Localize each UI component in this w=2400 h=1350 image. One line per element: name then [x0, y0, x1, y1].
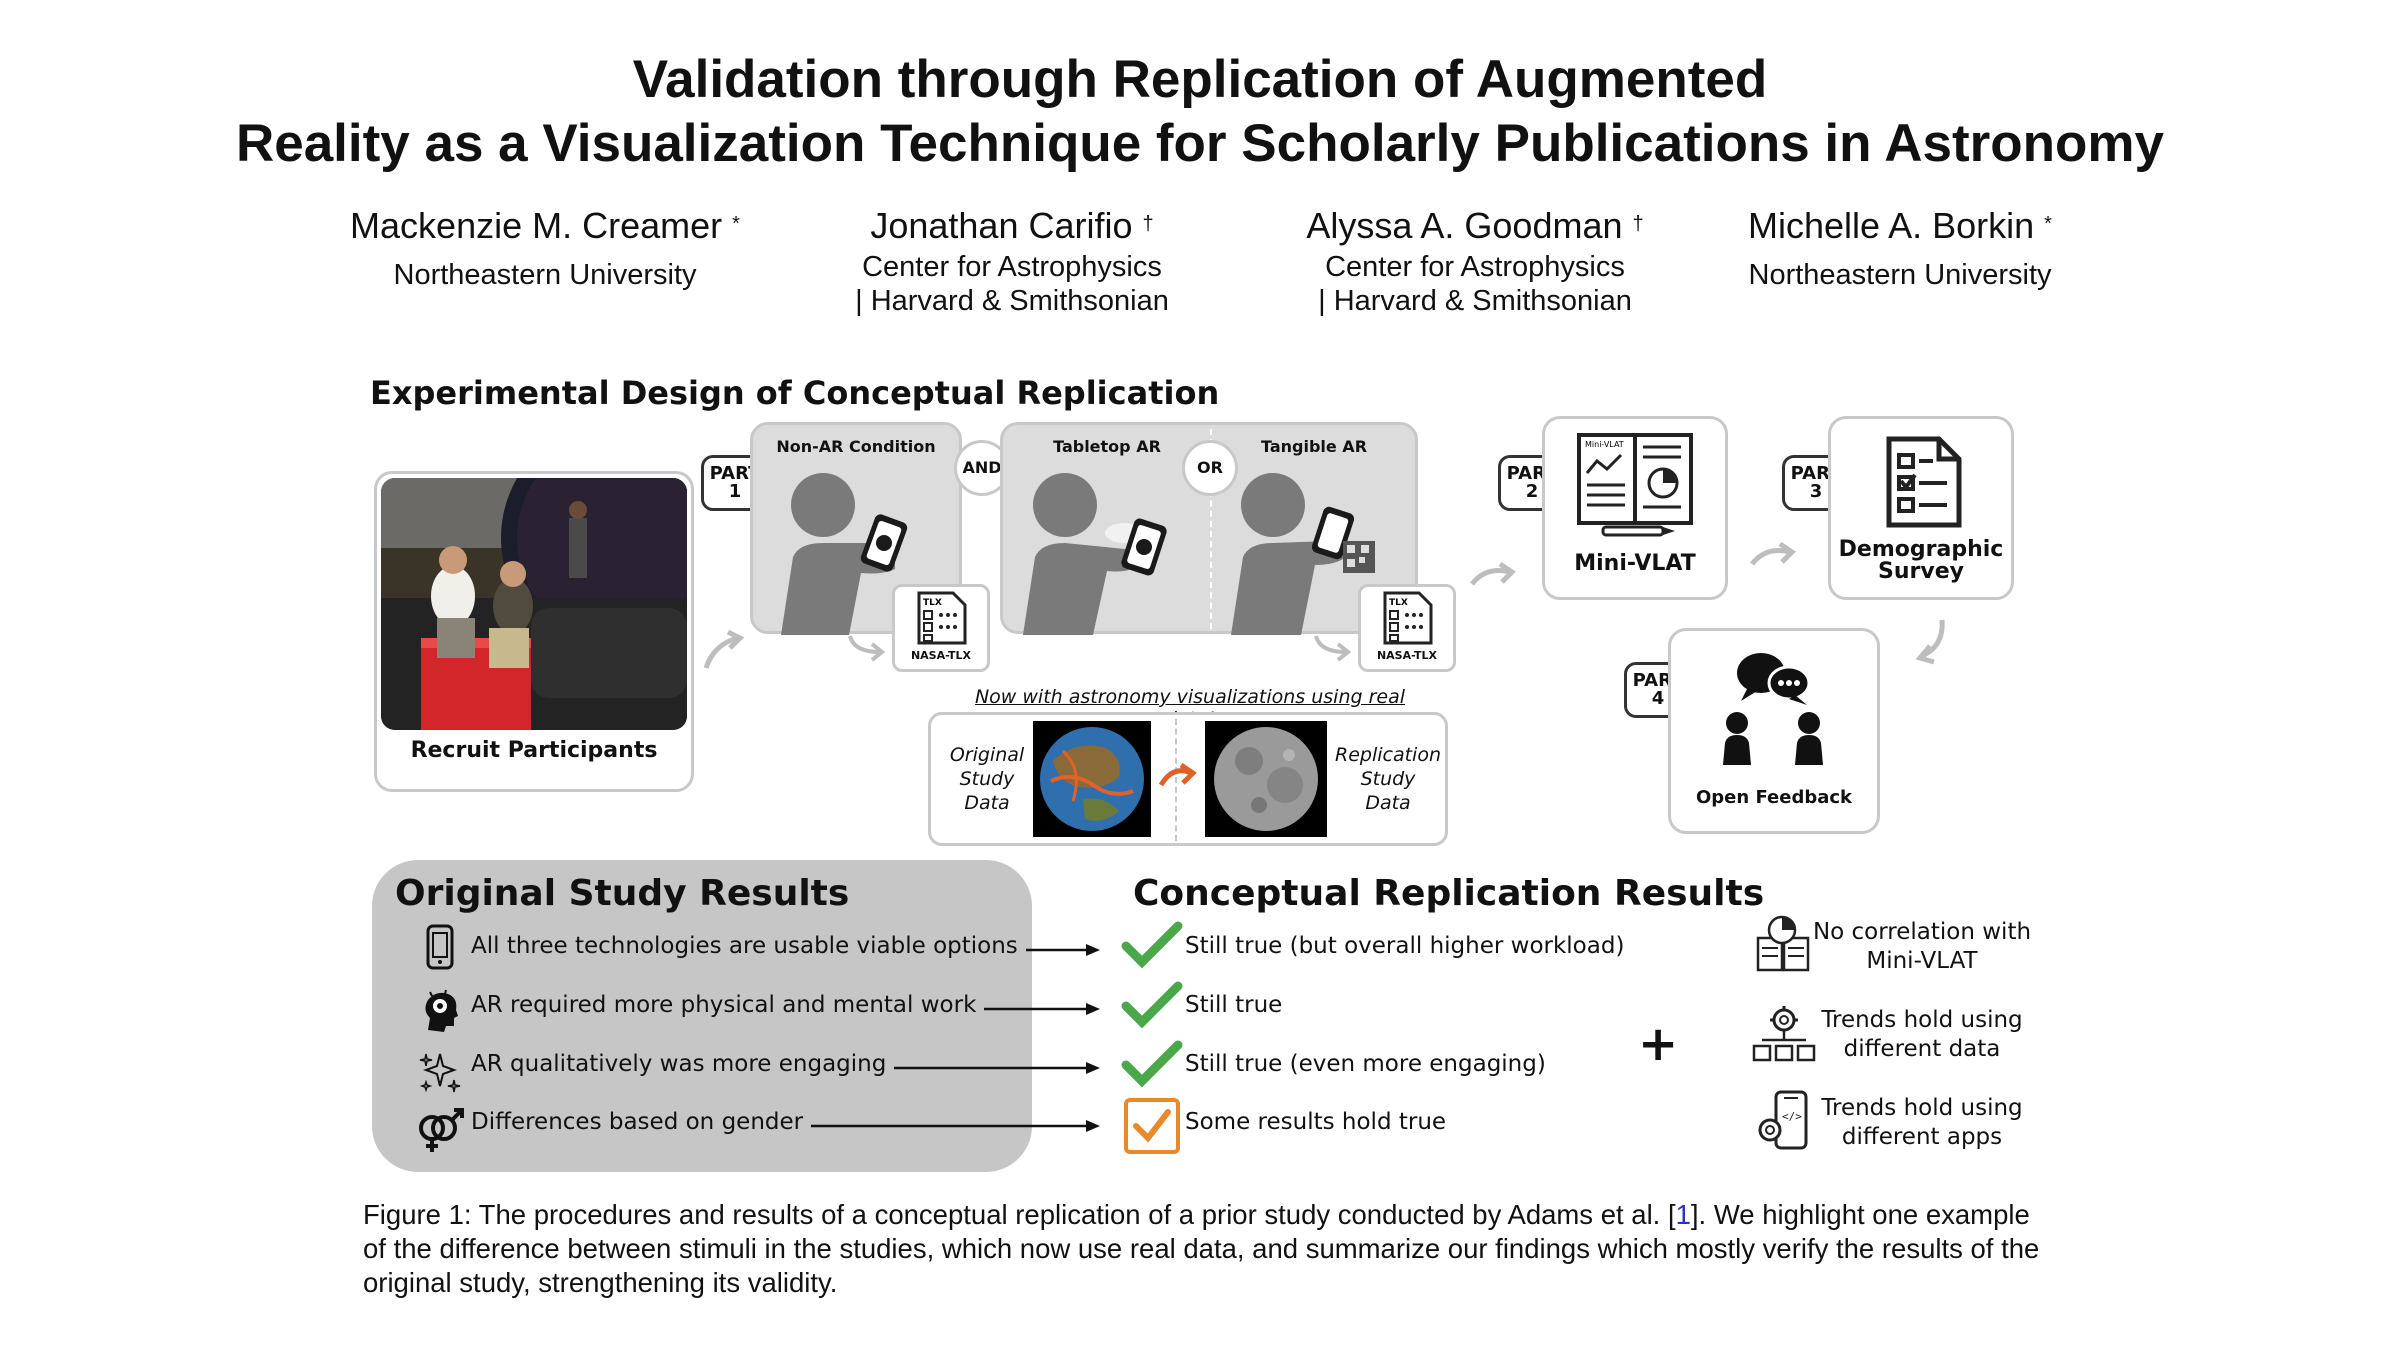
flow-arrow-icon [848, 635, 886, 662]
original-results-heading: Original Study Results [395, 873, 850, 914]
author-name: Alyssa A. Goodman [1306, 205, 1623, 246]
replication-result-text: Still true (even more engaging) [1185, 1051, 1546, 1077]
nasa-tlx-card-1: TLX NASA-TLX [892, 584, 990, 672]
book-chart-icon [1756, 915, 1810, 972]
author-mark: * [732, 213, 740, 235]
svg-text:TLX: TLX [1389, 598, 1408, 608]
recruit-card: Recruit Participants [374, 471, 694, 792]
svg-text:Mini-VLAT: Mini-VLAT [1585, 440, 1624, 449]
tlx-form-icon: TLX [1383, 591, 1433, 645]
svg-text:</>: </> [1782, 1110, 1802, 1123]
title-line-1: Validation through Replication of Augmen… [632, 50, 1768, 109]
replication-results-heading: Conceptual Replication Results [1133, 873, 1765, 914]
design-heading: Experimental Design of Conceptual Replic… [370, 374, 1220, 412]
author-name: Michelle A. Borkin [1748, 205, 2035, 246]
person-with-phone-icon [781, 473, 908, 635]
author-mark: † [1142, 213, 1154, 235]
open-feedback-people-icon [1723, 653, 1823, 765]
part3-card: Demographic Survey [1828, 416, 2014, 600]
author-affiliation: Northeastern University [1748, 259, 2052, 291]
green-check-icon [1121, 921, 1183, 969]
paper-title: Validation through Replication of Augmen… [0, 48, 2400, 176]
result-arrow [984, 1003, 1100, 1015]
title-line-2: Reality as a Visualization Technique for… [235, 114, 2165, 173]
original-study-data-label: Original Study Data [949, 744, 1025, 814]
flow-arrow-icon [1314, 635, 1352, 662]
part4-card: Open Feedback [1668, 628, 1880, 834]
svg-text:TLX: TLX [923, 598, 942, 608]
flow-arrow-icon [703, 629, 745, 669]
part2-card: Mini-VLAT Mini-VLAT [1542, 416, 1728, 600]
phone-icon [426, 924, 454, 970]
orange-check-box-icon [1124, 1098, 1180, 1154]
stimuli-divider [1175, 719, 1177, 841]
tlx-form-icon: TLX [917, 591, 967, 645]
original-result-text: AR required more physical and mental wor… [471, 992, 977, 1018]
participants-photo [381, 478, 687, 730]
author-name: Mackenzie M. Creamer [350, 205, 723, 246]
replication-result-text: Still true (but overall higher workload) [1185, 933, 1625, 959]
original-result-text: Differences based on gender [471, 1109, 804, 1135]
gear-network-icon [1752, 1006, 1816, 1062]
side-finding-3: Trends hold using different apps [1821, 1095, 2023, 1150]
flow-arrow-icon [1470, 561, 1516, 586]
author-affiliation-line-2: | Harvard & Smithsonian [1318, 285, 1632, 317]
mini-vlat-label: Mini-VLAT [1574, 551, 1696, 576]
or-badge: OR [1182, 440, 1238, 496]
person-tangible-ar-icon [1231, 473, 1375, 635]
survey-checklist-icon [1886, 436, 1962, 528]
ar-conditions-panel: Tabletop AR Tangible AR [1000, 422, 1418, 635]
author-affiliation: Center for Astrophysics [862, 251, 1162, 283]
author-affiliation: Northeastern University [393, 259, 697, 291]
nasa-tlx-card-2: TLX NASA-TLX [1358, 584, 1456, 672]
tabletop-ar-label: Tabletop AR [1053, 437, 1161, 456]
sparkles-icon [419, 1053, 461, 1093]
brain-head-icon [425, 989, 458, 1032]
author-mark: † [1632, 213, 1644, 235]
result-arrow [811, 1120, 1100, 1132]
phone-gear-icon: </> [1758, 1090, 1808, 1150]
author-mark: * [2044, 213, 2052, 235]
result-arrow [894, 1062, 1100, 1074]
demographic-survey-label: Demographic Survey [1838, 537, 2004, 584]
original-results-panel [372, 860, 1032, 1172]
flow-arrow-icon [1750, 541, 1796, 566]
gender-icon [419, 1108, 464, 1152]
side-finding-2: Trends hold using different data [1821, 1007, 2023, 1062]
author-affiliation-line-2: | Harvard & Smithsonian [855, 285, 1169, 317]
result-arrow [1026, 944, 1100, 956]
green-check-icon [1121, 981, 1183, 1029]
figure-caption: Figure 1: The procedures and results of … [363, 1199, 2040, 1298]
person-tabletop-ar-icon [1023, 473, 1167, 635]
condition-divider [1210, 429, 1212, 629]
orange-arrow-icon [1158, 762, 1197, 787]
author-name: Jonathan Carifio [870, 205, 1133, 246]
tangible-ar-label: Tangible AR [1260, 437, 1368, 456]
earth-globe-image [1033, 721, 1151, 837]
moon-image [1205, 721, 1327, 837]
reference-link[interactable]: 1 [1675, 1199, 1691, 1230]
original-result-text: All three technologies are usable viable… [471, 933, 1018, 959]
recruit-label: Recruit Participants [410, 738, 658, 763]
non-ar-label: Non-AR Condition [776, 437, 936, 456]
side-finding-1: No correlation with Mini-VLAT [1812, 919, 2032, 974]
nasa-tlx-label: NASA-TLX [910, 649, 972, 662]
mini-vlat-booklet-icon: Mini-VLAT [1577, 433, 1693, 537]
replication-result-text: Some results hold true [1185, 1109, 1447, 1135]
open-feedback-label: Open Feedback [1695, 787, 1852, 808]
original-result-text: AR qualitatively was more engaging [471, 1051, 887, 1077]
green-check-icon [1121, 1040, 1183, 1088]
replication-result-text: Still true [1185, 992, 1283, 1018]
flow-arrow-icon [1915, 619, 1945, 665]
stimuli-card: Original Study Data Replication Study Da… [928, 712, 1448, 846]
plus-sign: + [1638, 1016, 1679, 1072]
nasa-tlx-label: NASA-TLX [1376, 649, 1438, 662]
replication-study-data-label: Replication Study Data [1335, 744, 1441, 814]
author-affiliation: Center for Astrophysics [1325, 251, 1625, 283]
